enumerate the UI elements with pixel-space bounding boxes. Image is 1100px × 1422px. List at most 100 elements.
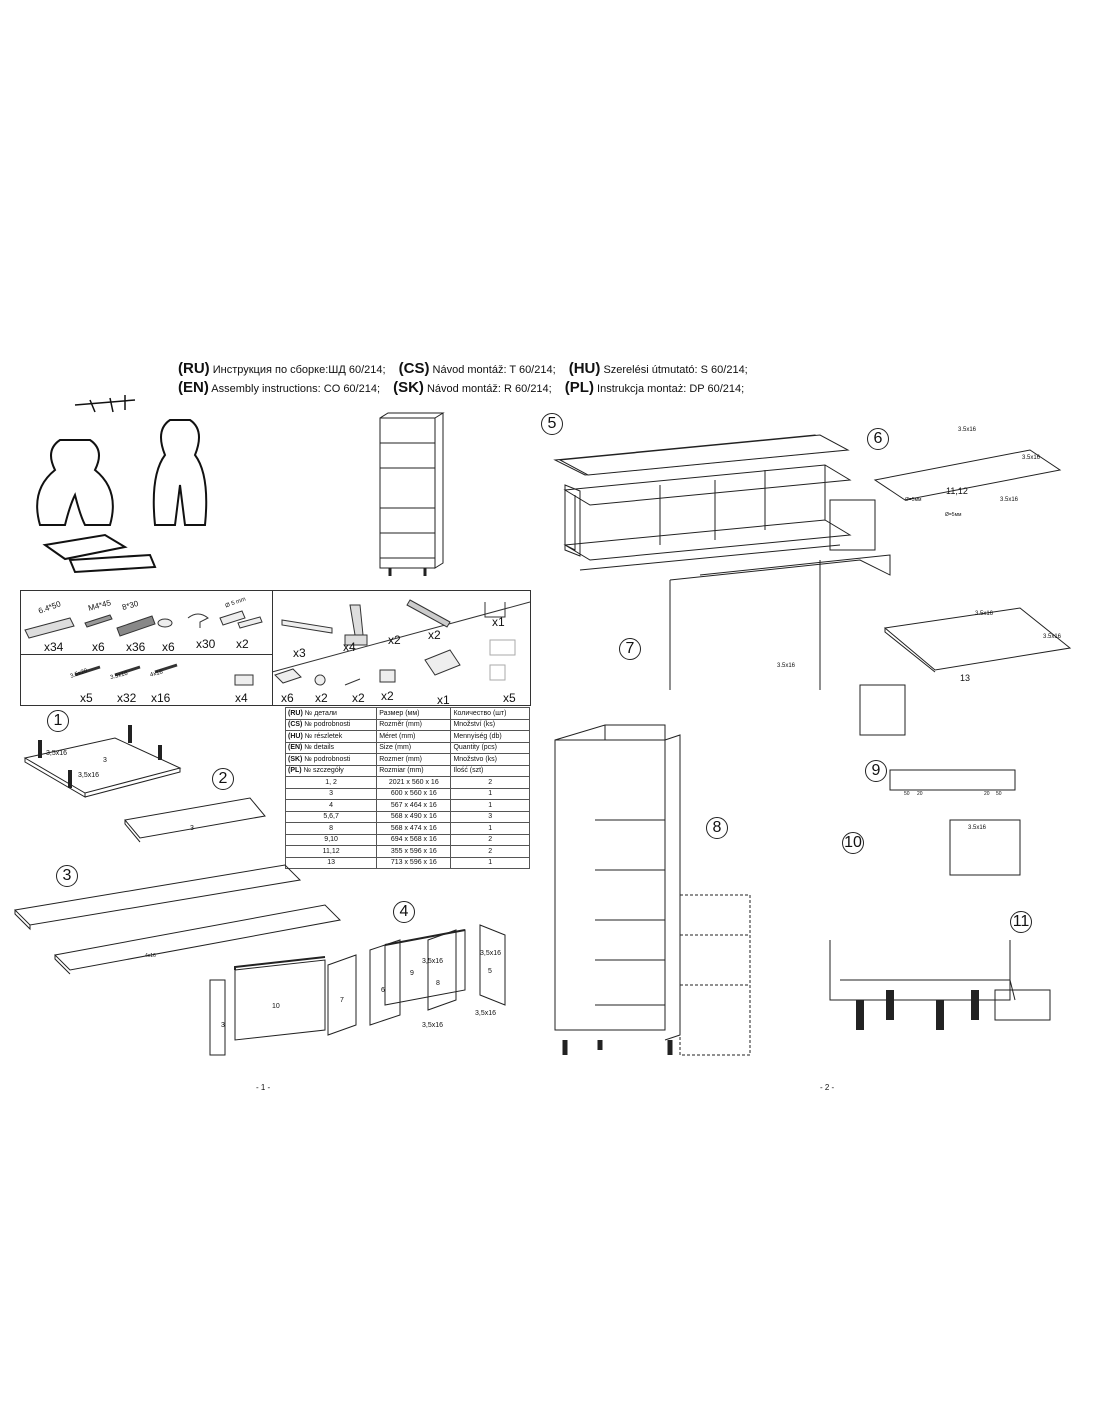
- part-number-cell: 8: [284, 822, 378, 835]
- assembly-drawings-left: [13, 434, 847, 1056]
- hardware-qty: x16: [151, 691, 171, 705]
- hardware-qty: x36: [126, 640, 146, 654]
- hardware-box: [20, 590, 531, 706]
- qty-header-cell: Quantity (pcs): [450, 741, 530, 754]
- dimension-label: 20: [984, 791, 990, 797]
- step-number-7: 7: [619, 638, 641, 660]
- lang-code: (SK): [393, 379, 424, 396]
- size-header-cell: Size (mm): [376, 741, 452, 754]
- lang-code: (EN): [178, 379, 209, 396]
- size-cell: 568 x 490 x 16: [376, 810, 452, 823]
- title-hu: Szerelési útmutató: S 60/214;: [603, 364, 748, 376]
- qty-cell: 2: [450, 833, 530, 846]
- screw-label: 3,5x16: [422, 958, 444, 965]
- step-number-4: 4: [393, 901, 415, 923]
- dimension-label: Ø=5мм: [945, 512, 962, 518]
- hardware-icons: [24, 599, 516, 686]
- hardware-qty: x5: [503, 691, 516, 705]
- size-cell: 694 x 568 x 16: [376, 833, 452, 846]
- screw-label: 3,5x16: [475, 1010, 497, 1017]
- part-label: 3: [221, 1022, 225, 1029]
- two-people-illustration: [36, 395, 208, 574]
- hardware-qty: x3: [293, 646, 306, 660]
- hardware-qty: x6: [281, 691, 294, 705]
- screw-label: 4x16: [145, 953, 156, 959]
- label-cell: (RU) № детали: [284, 707, 378, 720]
- part-label: 3: [103, 757, 107, 764]
- title-ru: Инструкция по сборке:ШД 60/214;: [212, 364, 386, 376]
- size-cell: 567 x 464 x 16: [376, 799, 452, 812]
- hardware-qty: x2: [315, 691, 328, 705]
- lang-code: (PL): [564, 379, 594, 396]
- hardware-qty: x6: [162, 640, 175, 654]
- hardware-qty: x34: [44, 640, 64, 654]
- lang-code: (CS): [398, 360, 430, 377]
- divider: [272, 590, 273, 705]
- part-label: 10: [272, 1003, 280, 1010]
- screw-label: 3,5x16: [78, 772, 100, 779]
- hardware-qty: x32: [117, 691, 137, 705]
- dimension-label: Ø=5мм: [905, 497, 922, 503]
- qty-cell: 1: [450, 822, 530, 835]
- screw-label: 3,5x16: [422, 1022, 444, 1029]
- step-number-11: 11: [1010, 911, 1032, 933]
- part-label: 7: [340, 997, 344, 1004]
- qty-cell: 1: [450, 787, 530, 800]
- qty-cell: 1: [450, 799, 530, 812]
- page-number-right: - 2 -: [820, 1083, 835, 1092]
- part-label: 11,12: [946, 486, 968, 496]
- size-header-cell: Rozměr (mm): [376, 718, 452, 731]
- step-number-1: 1: [47, 710, 69, 732]
- hardware-qty: x6: [92, 640, 105, 654]
- qty-header-cell: Ilość (szt): [450, 764, 530, 777]
- hardware-qty: x2: [236, 637, 249, 651]
- hardware-qty: x5: [80, 691, 93, 705]
- part-label: 9: [410, 970, 414, 977]
- hardware-qty: x2: [428, 628, 441, 642]
- size-cell: 355 x 596 x 16: [376, 845, 452, 858]
- qty-cell: 2: [450, 845, 530, 858]
- dimension-label: 50: [996, 791, 1002, 797]
- screw-label: 3,5x16: [46, 750, 68, 757]
- step-number-6: 6: [867, 428, 889, 450]
- lang-code: (RU): [178, 360, 210, 377]
- hardware-qty: x30: [196, 637, 216, 651]
- dimension-label: 20: [917, 791, 923, 797]
- header-line-2: (EN) Assembly instructions: CO 60/214; (…: [178, 379, 744, 396]
- cabinet-overview-illustration: [379, 412, 445, 576]
- label-cell: (HU) № részletek: [284, 730, 378, 743]
- screw-label: 3.5x16: [958, 427, 977, 433]
- step-number-9: 9: [865, 760, 887, 782]
- size-header-cell: Rozmiar (mm): [376, 764, 452, 777]
- label-cell: (CS) № podrobnosti: [284, 718, 378, 731]
- part-label: 5: [488, 968, 492, 975]
- qty-header-cell: Množství (ks): [450, 718, 530, 731]
- qty-cell: 2: [450, 776, 530, 789]
- screw-label: 3,5x16: [480, 950, 502, 957]
- hardware-qty: x2: [388, 633, 401, 647]
- hardware-qty: x1: [437, 693, 450, 707]
- size-header-cell: Rozmer (mm): [376, 753, 452, 766]
- hardware-qty: x1: [492, 615, 505, 629]
- qty-cell: 3: [450, 810, 530, 823]
- qty-header-cell: Количество (шт): [450, 707, 530, 720]
- divider: [20, 654, 272, 655]
- step-number-10: 10: [842, 832, 864, 854]
- part-label: 13: [960, 673, 971, 683]
- lang-code: (HU): [568, 360, 601, 377]
- screw-label: 3.5x16: [777, 663, 796, 669]
- step-number-3: 3: [56, 865, 78, 887]
- screw-label: 3.5x16: [1022, 455, 1041, 461]
